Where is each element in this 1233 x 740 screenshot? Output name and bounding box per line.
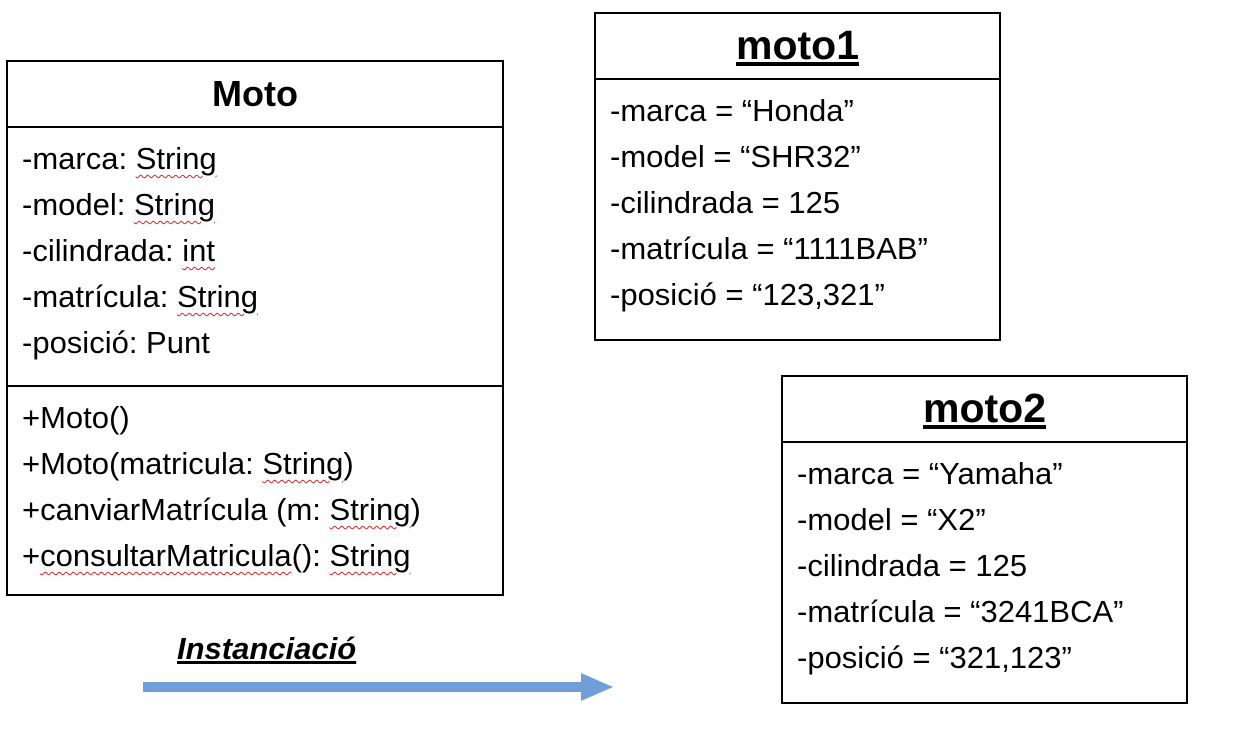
object-values: -marca = “Yamaha” -model = “X2” -cilindr… <box>783 443 1186 685</box>
attribute-type: Punt <box>146 325 210 360</box>
method-row: +Moto(matricula: String) <box>22 445 502 491</box>
object-value-row: -marca = “Yamaha” <box>797 456 1063 491</box>
arrow-shaft <box>143 682 583 692</box>
class-name: Moto <box>8 62 502 128</box>
method-row: +Moto() <box>22 399 502 445</box>
object-value-row: -posició = “123,321” <box>610 277 885 312</box>
attribute-row: -model: String <box>22 186 502 232</box>
object-value-row: -model = “SHR32” <box>610 139 861 174</box>
object-values: -marca = “Honda” -model = “SHR32” -cilin… <box>596 80 999 322</box>
method-row: +consultarMatricula(): String <box>22 537 502 583</box>
attribute-name: -matrícula: <box>22 279 178 314</box>
attribute-row: -matrícula: String <box>22 278 502 324</box>
method-type: String <box>262 446 344 481</box>
method-signature: +Moto(matricula: <box>22 446 263 481</box>
attribute-name: -cilindrada: <box>22 233 183 268</box>
instantiation-arrow <box>143 673 613 701</box>
method-type: String <box>329 492 411 527</box>
object-value-row: -matrícula = “3241BCA” <box>797 594 1124 629</box>
object-value-row: -posició = “321,123” <box>797 640 1072 675</box>
attribute-row: -posició: Punt <box>22 324 502 370</box>
attribute-row: -marca: String <box>22 140 502 186</box>
attribute-row: -cilindrada: int <box>22 232 502 278</box>
object-value-row: -model = “X2” <box>797 502 986 537</box>
object-value-row: -cilindrada = 125 <box>610 185 841 220</box>
method-signature: (): <box>291 538 330 573</box>
object-value-row: -matrícula = “1111BAB” <box>610 231 928 266</box>
attribute-name: -posició: <box>22 325 147 360</box>
method-suffix: ) <box>410 492 421 527</box>
object-moto2-box: moto2 -marca = “Yamaha” -model = “X2” -c… <box>781 375 1188 704</box>
attribute-type: String <box>135 141 217 176</box>
attribute-type: int <box>182 233 215 268</box>
class-moto-box: Moto -marca: String -model: String -cili… <box>6 60 504 596</box>
class-attributes: -marca: String -model: String -cilindrad… <box>8 128 502 387</box>
object-moto1-box: moto1 -marca = “Honda” -model = “SHR32” … <box>594 12 1001 341</box>
attribute-type: String <box>177 279 259 314</box>
method-type: String <box>329 538 411 573</box>
attribute-name: -marca: <box>22 141 136 176</box>
method-suffix: ) <box>343 446 354 481</box>
attribute-type: String <box>133 187 215 222</box>
object-name: moto1 <box>596 14 999 80</box>
method-name: consultarMatricula <box>40 538 292 573</box>
class-methods: +Moto() +Moto(matricula: String) +canvia… <box>8 387 502 583</box>
method-row: +canviarMatrícula (m: String) <box>22 491 502 537</box>
method-prefix: + <box>22 538 41 573</box>
object-value-row: -cilindrada = 125 <box>797 548 1028 583</box>
arrow-head <box>581 673 613 701</box>
object-value-row: -marca = “Honda” <box>610 93 854 128</box>
method-signature: +canviarMatrícula (m: <box>22 492 330 527</box>
method-signature: +Moto() <box>22 400 130 435</box>
object-name: moto2 <box>783 377 1186 443</box>
instantiation-label: Instanciació <box>177 631 357 666</box>
attribute-name: -model: <box>22 187 134 222</box>
